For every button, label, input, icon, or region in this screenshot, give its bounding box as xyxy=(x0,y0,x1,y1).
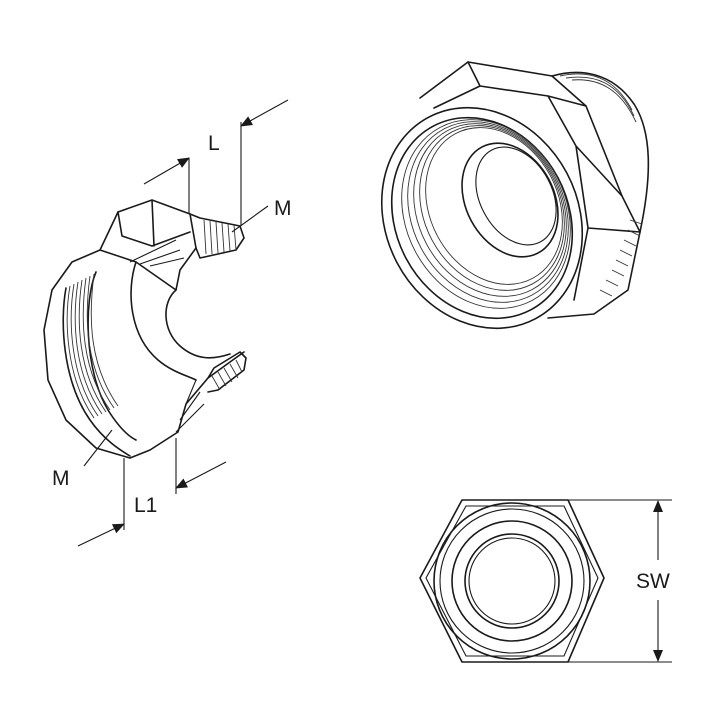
dim-l1-arrow-right xyxy=(175,461,227,489)
iso-front-rim-outer xyxy=(380,106,584,330)
cutaway-outer-body xyxy=(43,199,245,459)
end-circle-bore-inner xyxy=(468,537,556,625)
thread-m-top-leader xyxy=(231,205,269,233)
end-circle-3 xyxy=(451,520,573,642)
cutaway-section-lines xyxy=(129,239,205,433)
iso-internal-threads xyxy=(401,119,571,309)
cutaway-bore-edge xyxy=(62,287,131,457)
end-circle-2 xyxy=(439,508,585,654)
cutaway-threads xyxy=(66,273,119,419)
isometric-view xyxy=(380,61,650,330)
dim-l-arrow-right xyxy=(240,99,289,127)
dim-l1-arrow-left xyxy=(77,523,125,547)
cutaway-spigot-top xyxy=(189,213,245,259)
dim-l1-label: L1 xyxy=(134,494,157,517)
dim-l-arrow-left xyxy=(143,157,190,185)
iso-front-rim-inner xyxy=(390,116,574,320)
cutaway-spigot-bottom xyxy=(207,351,247,393)
cutaway-reduced-bore xyxy=(130,261,231,381)
cutaway-bore-inner xyxy=(87,271,137,441)
iso-reduced-bore xyxy=(461,142,559,258)
iso-rear-spigot xyxy=(551,71,650,233)
thread-m-bottom-leader xyxy=(83,429,113,467)
end-view: SW xyxy=(419,499,672,663)
end-circle-bore xyxy=(464,533,560,629)
end-circle-outer xyxy=(433,502,591,660)
spigot-threads-top xyxy=(203,219,237,255)
spigot-threads-bottom xyxy=(211,359,243,391)
iso-hex-edges xyxy=(433,61,641,301)
end-hexagon xyxy=(419,499,605,663)
cutaway-hex-top xyxy=(99,199,191,251)
iso-reduced-bore-inner xyxy=(475,146,557,246)
dim-l-label: L xyxy=(208,132,220,155)
iso-rear-threads xyxy=(559,73,643,297)
cutaway-view: L M M L1 xyxy=(43,99,292,547)
thread-m-bottom-label: M xyxy=(52,467,70,490)
end-hexagon-chamfer xyxy=(425,505,599,657)
dim-sw-label: SW xyxy=(636,570,670,593)
thread-m-top-label: M xyxy=(274,197,292,220)
